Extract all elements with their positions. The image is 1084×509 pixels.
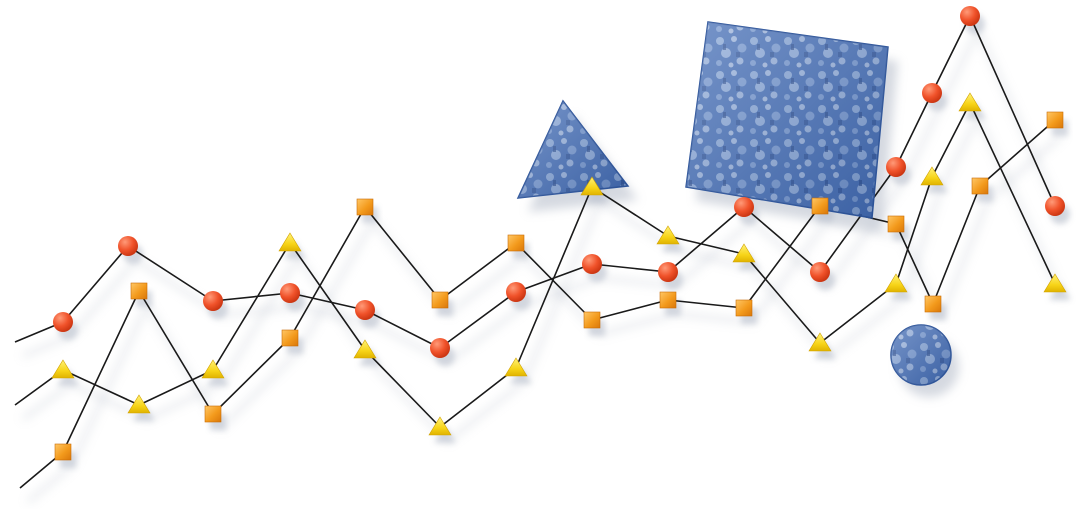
triangle-marker xyxy=(504,357,528,377)
square-marker xyxy=(659,291,677,309)
square-marker xyxy=(204,405,222,423)
square-marker xyxy=(281,329,299,347)
triangle-marker xyxy=(920,166,944,186)
triangle-marker xyxy=(580,176,604,196)
circle-marker xyxy=(886,157,906,177)
circle-marker xyxy=(922,83,942,103)
square-marker xyxy=(924,295,942,313)
circle-marker xyxy=(203,291,223,311)
series-line xyxy=(14,102,1056,428)
triangle-marker xyxy=(278,232,302,252)
graph-markers xyxy=(51,6,1067,461)
circle-marker xyxy=(582,254,602,274)
square-marker xyxy=(431,291,449,309)
square-marker xyxy=(356,198,374,216)
circle-marker xyxy=(734,197,754,217)
triangle-marker xyxy=(808,332,832,352)
circle-marker xyxy=(355,300,375,320)
circle-marker xyxy=(118,236,138,256)
graph-lines xyxy=(14,15,1056,489)
photo-shapes xyxy=(516,21,952,386)
line-shadow xyxy=(22,113,1065,444)
square-photo-sheen xyxy=(686,22,888,218)
triangle-marker xyxy=(958,92,982,112)
triangle-marker xyxy=(353,339,377,359)
triangle-marker xyxy=(127,394,151,414)
triangle-marker xyxy=(428,416,452,436)
triangle-marker xyxy=(51,359,75,379)
circle-marker xyxy=(430,338,450,358)
circle-marker xyxy=(280,283,300,303)
square-marker xyxy=(54,443,72,461)
circle-marker xyxy=(506,282,526,302)
triangle-marker xyxy=(656,225,680,245)
series-line xyxy=(19,119,1056,489)
circle-marker xyxy=(658,262,678,282)
triangle-photo-sheen xyxy=(518,101,628,198)
triangle-marker xyxy=(732,243,756,263)
triangle-marker xyxy=(1043,273,1067,293)
square-marker xyxy=(1046,111,1064,129)
square-marker xyxy=(971,177,989,195)
square-marker xyxy=(735,299,753,317)
drop-shadows xyxy=(22,14,1071,504)
triangle-marker xyxy=(201,359,225,379)
circle-marker xyxy=(53,312,73,332)
square-marker xyxy=(507,234,525,252)
triangle-marker xyxy=(884,273,908,293)
circle-marker xyxy=(810,262,830,282)
circle-photo-sheen xyxy=(891,325,951,385)
square-marker xyxy=(887,215,905,233)
circle-marker xyxy=(960,6,980,26)
square-marker xyxy=(130,282,148,300)
circle-marker xyxy=(1045,196,1065,216)
square-marker xyxy=(583,311,601,329)
square-marker xyxy=(811,197,829,215)
